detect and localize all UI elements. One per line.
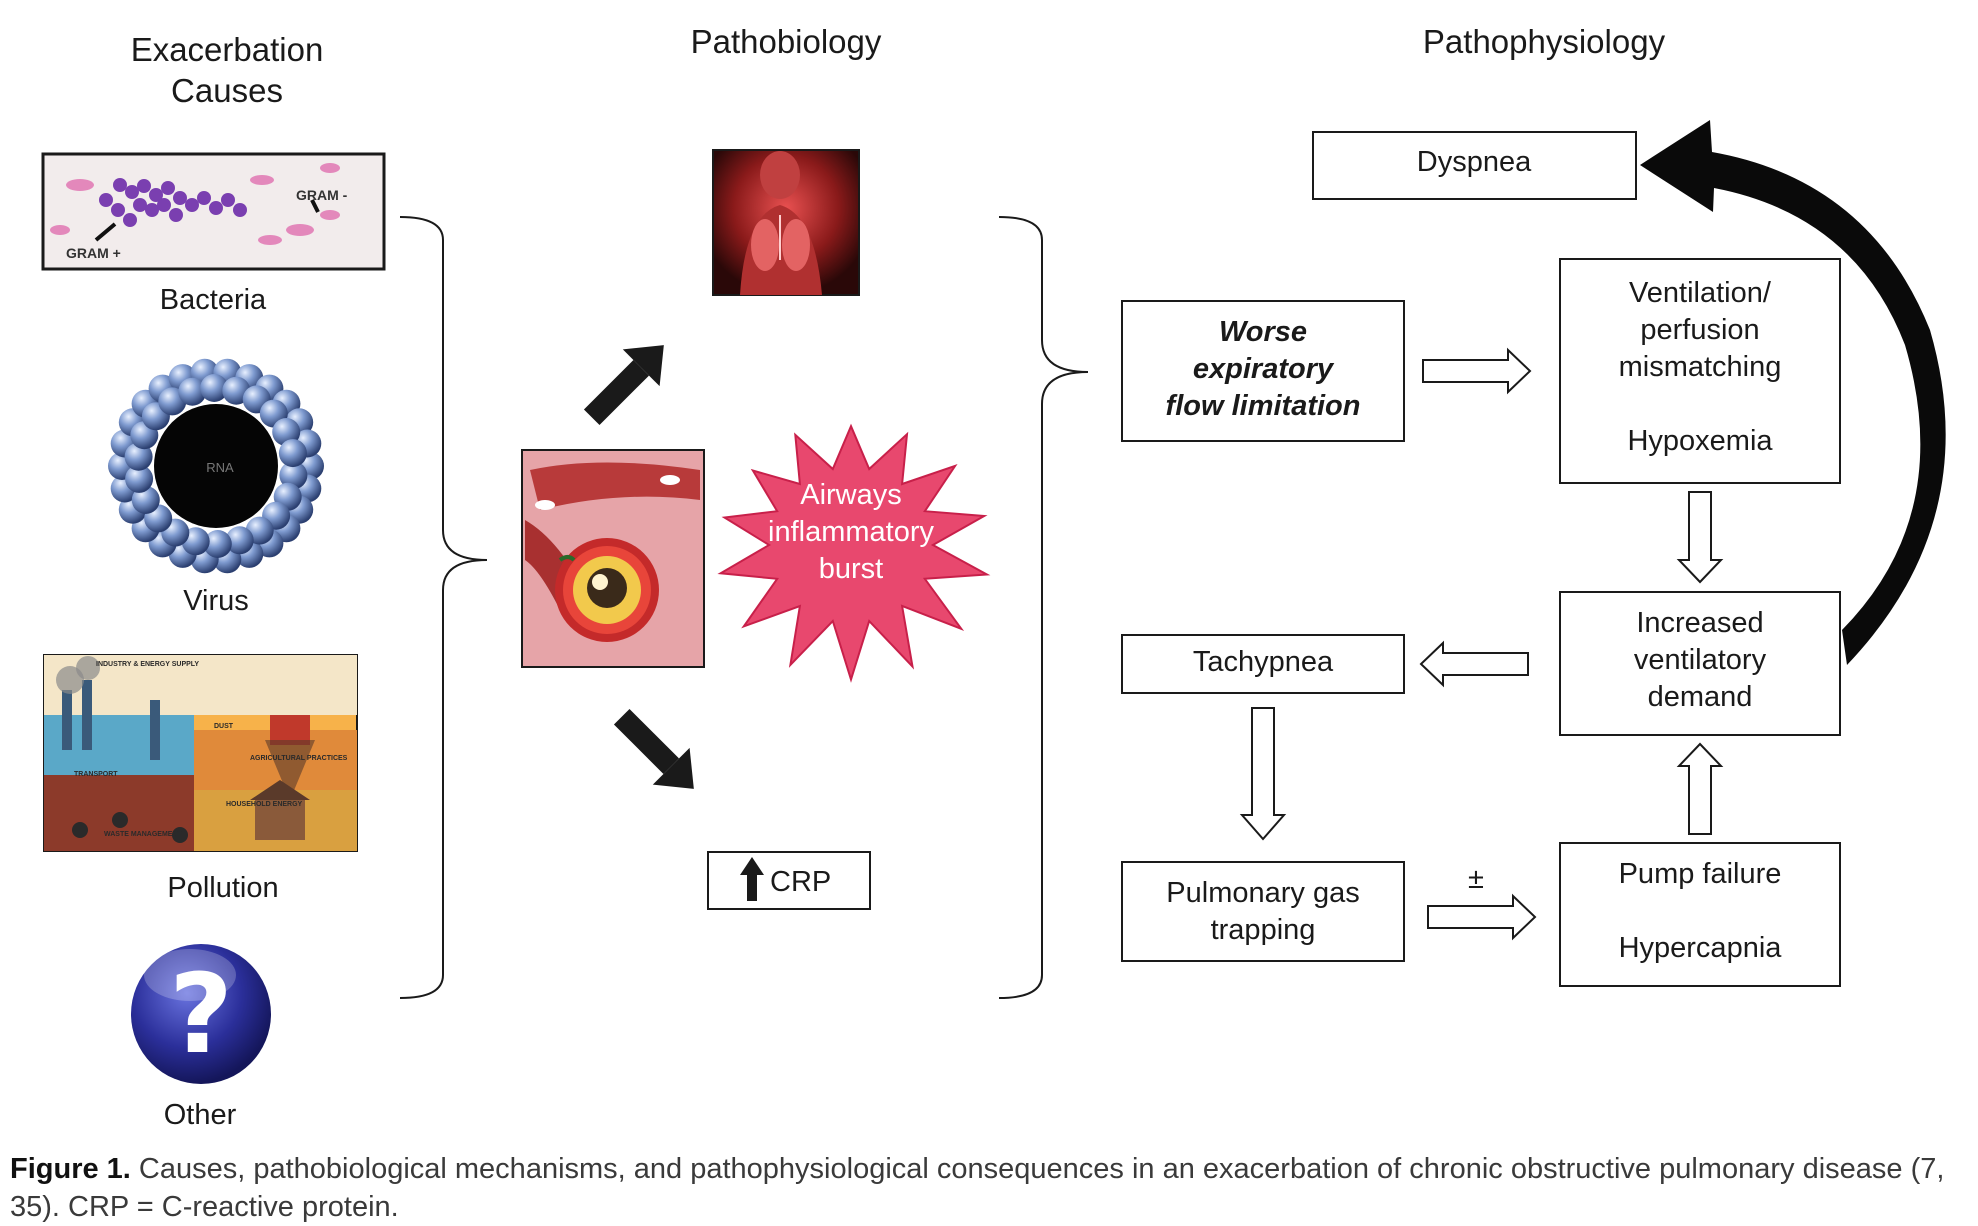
demand-line3: demand xyxy=(1648,681,1753,713)
dyspnea-label: Dyspnea xyxy=(1417,146,1532,178)
crp-label: CRP xyxy=(770,866,831,898)
virus-capsomere xyxy=(278,439,307,468)
pathophysiology-header: Pathophysiology xyxy=(1423,23,1666,60)
virus-capsomere xyxy=(124,442,153,471)
pollution-tag-industry: INDUSTRY & ENERGY SUPPLY xyxy=(96,661,199,668)
virus-capsomere xyxy=(131,486,160,514)
inflammatory-burst-star xyxy=(717,423,991,683)
figure-caption-label: Figure 1. xyxy=(10,1153,131,1185)
demand-line2: ventilatory xyxy=(1634,644,1767,676)
hypercapnia-label: Hypercapnia xyxy=(1619,932,1783,964)
worse-flow-line3: flow limitation xyxy=(1166,390,1361,422)
arrow-up-right-icon xyxy=(583,345,664,426)
causes-header-line1: Exacerbation xyxy=(131,31,324,68)
pollution-tag-agriculture: AGRICULTURAL PRACTICES xyxy=(250,755,348,762)
gram-positive-label: GRAM + xyxy=(66,245,121,261)
left-brace xyxy=(399,216,488,999)
vq-line1: Ventilation/ xyxy=(1629,277,1772,309)
dyspnea-box xyxy=(1312,131,1637,200)
virus-image: RNA xyxy=(108,358,324,574)
arrow-left-hollow-icon xyxy=(1419,640,1529,688)
burst-text-line2: inflammatory xyxy=(768,516,934,548)
burst-text-line3: burst xyxy=(819,553,883,585)
curved-feedback-arrow xyxy=(1640,120,1946,665)
virus-capsomere xyxy=(279,461,308,490)
arrow-right-hollow-icon xyxy=(1422,347,1532,395)
svg-text:?: ? xyxy=(169,950,233,1078)
pollution-label: Pollution xyxy=(167,872,278,904)
virus-rna-label: RNA xyxy=(206,460,234,475)
gas-trapping-box xyxy=(1121,861,1405,962)
pollution-tag-waste: WASTE MANAGEMENT xyxy=(104,831,183,838)
bacteria-image: GRAM + GRAM - xyxy=(41,152,386,271)
virus-capsomere xyxy=(272,418,301,446)
arrow-down-hollow-icon xyxy=(1239,707,1287,841)
crp-box xyxy=(707,851,871,910)
pathobiology-header: Pathobiology xyxy=(691,23,882,60)
virus-capsomere xyxy=(200,374,229,402)
bacteria-label: Bacteria xyxy=(160,284,267,316)
vq-line2: perfusion xyxy=(1640,314,1759,346)
figure-caption-text: Causes, pathobiological mechanisms, and … xyxy=(10,1153,1945,1223)
demand-line1: Increased xyxy=(1636,607,1763,639)
pollution-tag-household: HOUSEHOLD ENERGY xyxy=(226,801,303,808)
question-mark-icon: ? xyxy=(131,944,271,1084)
ventilatory-demand-box xyxy=(1559,591,1841,736)
right-brace xyxy=(998,216,1089,999)
burst-text-line1: Airways xyxy=(800,479,902,511)
hypoxemia-label: Hypoxemia xyxy=(1627,425,1773,457)
arrow-up-icon xyxy=(740,857,764,901)
trapping-line1: Pulmonary gas xyxy=(1166,877,1359,909)
arrow-down-hollow-icon xyxy=(1676,491,1724,584)
tachypnea-box xyxy=(1121,634,1405,694)
figure-caption: Figure 1. Causes, pathobiological mechan… xyxy=(10,1150,1960,1226)
arrow-right-hollow-icon xyxy=(1427,893,1537,941)
pollution-image: INDUSTRY & ENERGY SUPPLY DUST TRANSPORT … xyxy=(43,654,358,852)
causes-header-line2: Causes xyxy=(171,72,283,109)
other-label: Other xyxy=(164,1099,237,1131)
airway-image xyxy=(521,449,705,668)
pollution-tag-dust: DUST xyxy=(214,723,234,730)
worse-flow-limitation-box xyxy=(1121,300,1405,442)
tachypnea-label: Tachypnea xyxy=(1193,646,1334,678)
diagram-canvas: Exacerbation Causes Pathobiology Pathoph… xyxy=(41,23,1946,1131)
arrow-up-hollow-icon xyxy=(1676,742,1724,835)
pollution-tag-transport: TRANSPORT xyxy=(74,771,118,778)
gram-negative-label: GRAM - xyxy=(296,187,348,203)
vq-mismatch-box xyxy=(1559,258,1841,484)
worse-flow-line1: Worse xyxy=(1219,316,1307,348)
pump-failure-box xyxy=(1559,842,1841,987)
trapping-line2: trapping xyxy=(1211,914,1316,946)
virus-capsomere xyxy=(125,464,154,493)
pump-failure-label: Pump failure xyxy=(1619,858,1782,890)
arrow-down-right-icon xyxy=(613,708,694,789)
vq-line3: mismatching xyxy=(1619,351,1782,383)
virus-label: Virus xyxy=(183,585,249,617)
virus-capsomere xyxy=(203,530,232,558)
virus-capsomere xyxy=(178,377,207,406)
virus-capsomere xyxy=(225,526,254,555)
lung-body-image xyxy=(712,149,860,296)
worse-flow-line2: expiratory xyxy=(1193,353,1335,385)
plus-minus-label: ± xyxy=(1468,863,1484,895)
